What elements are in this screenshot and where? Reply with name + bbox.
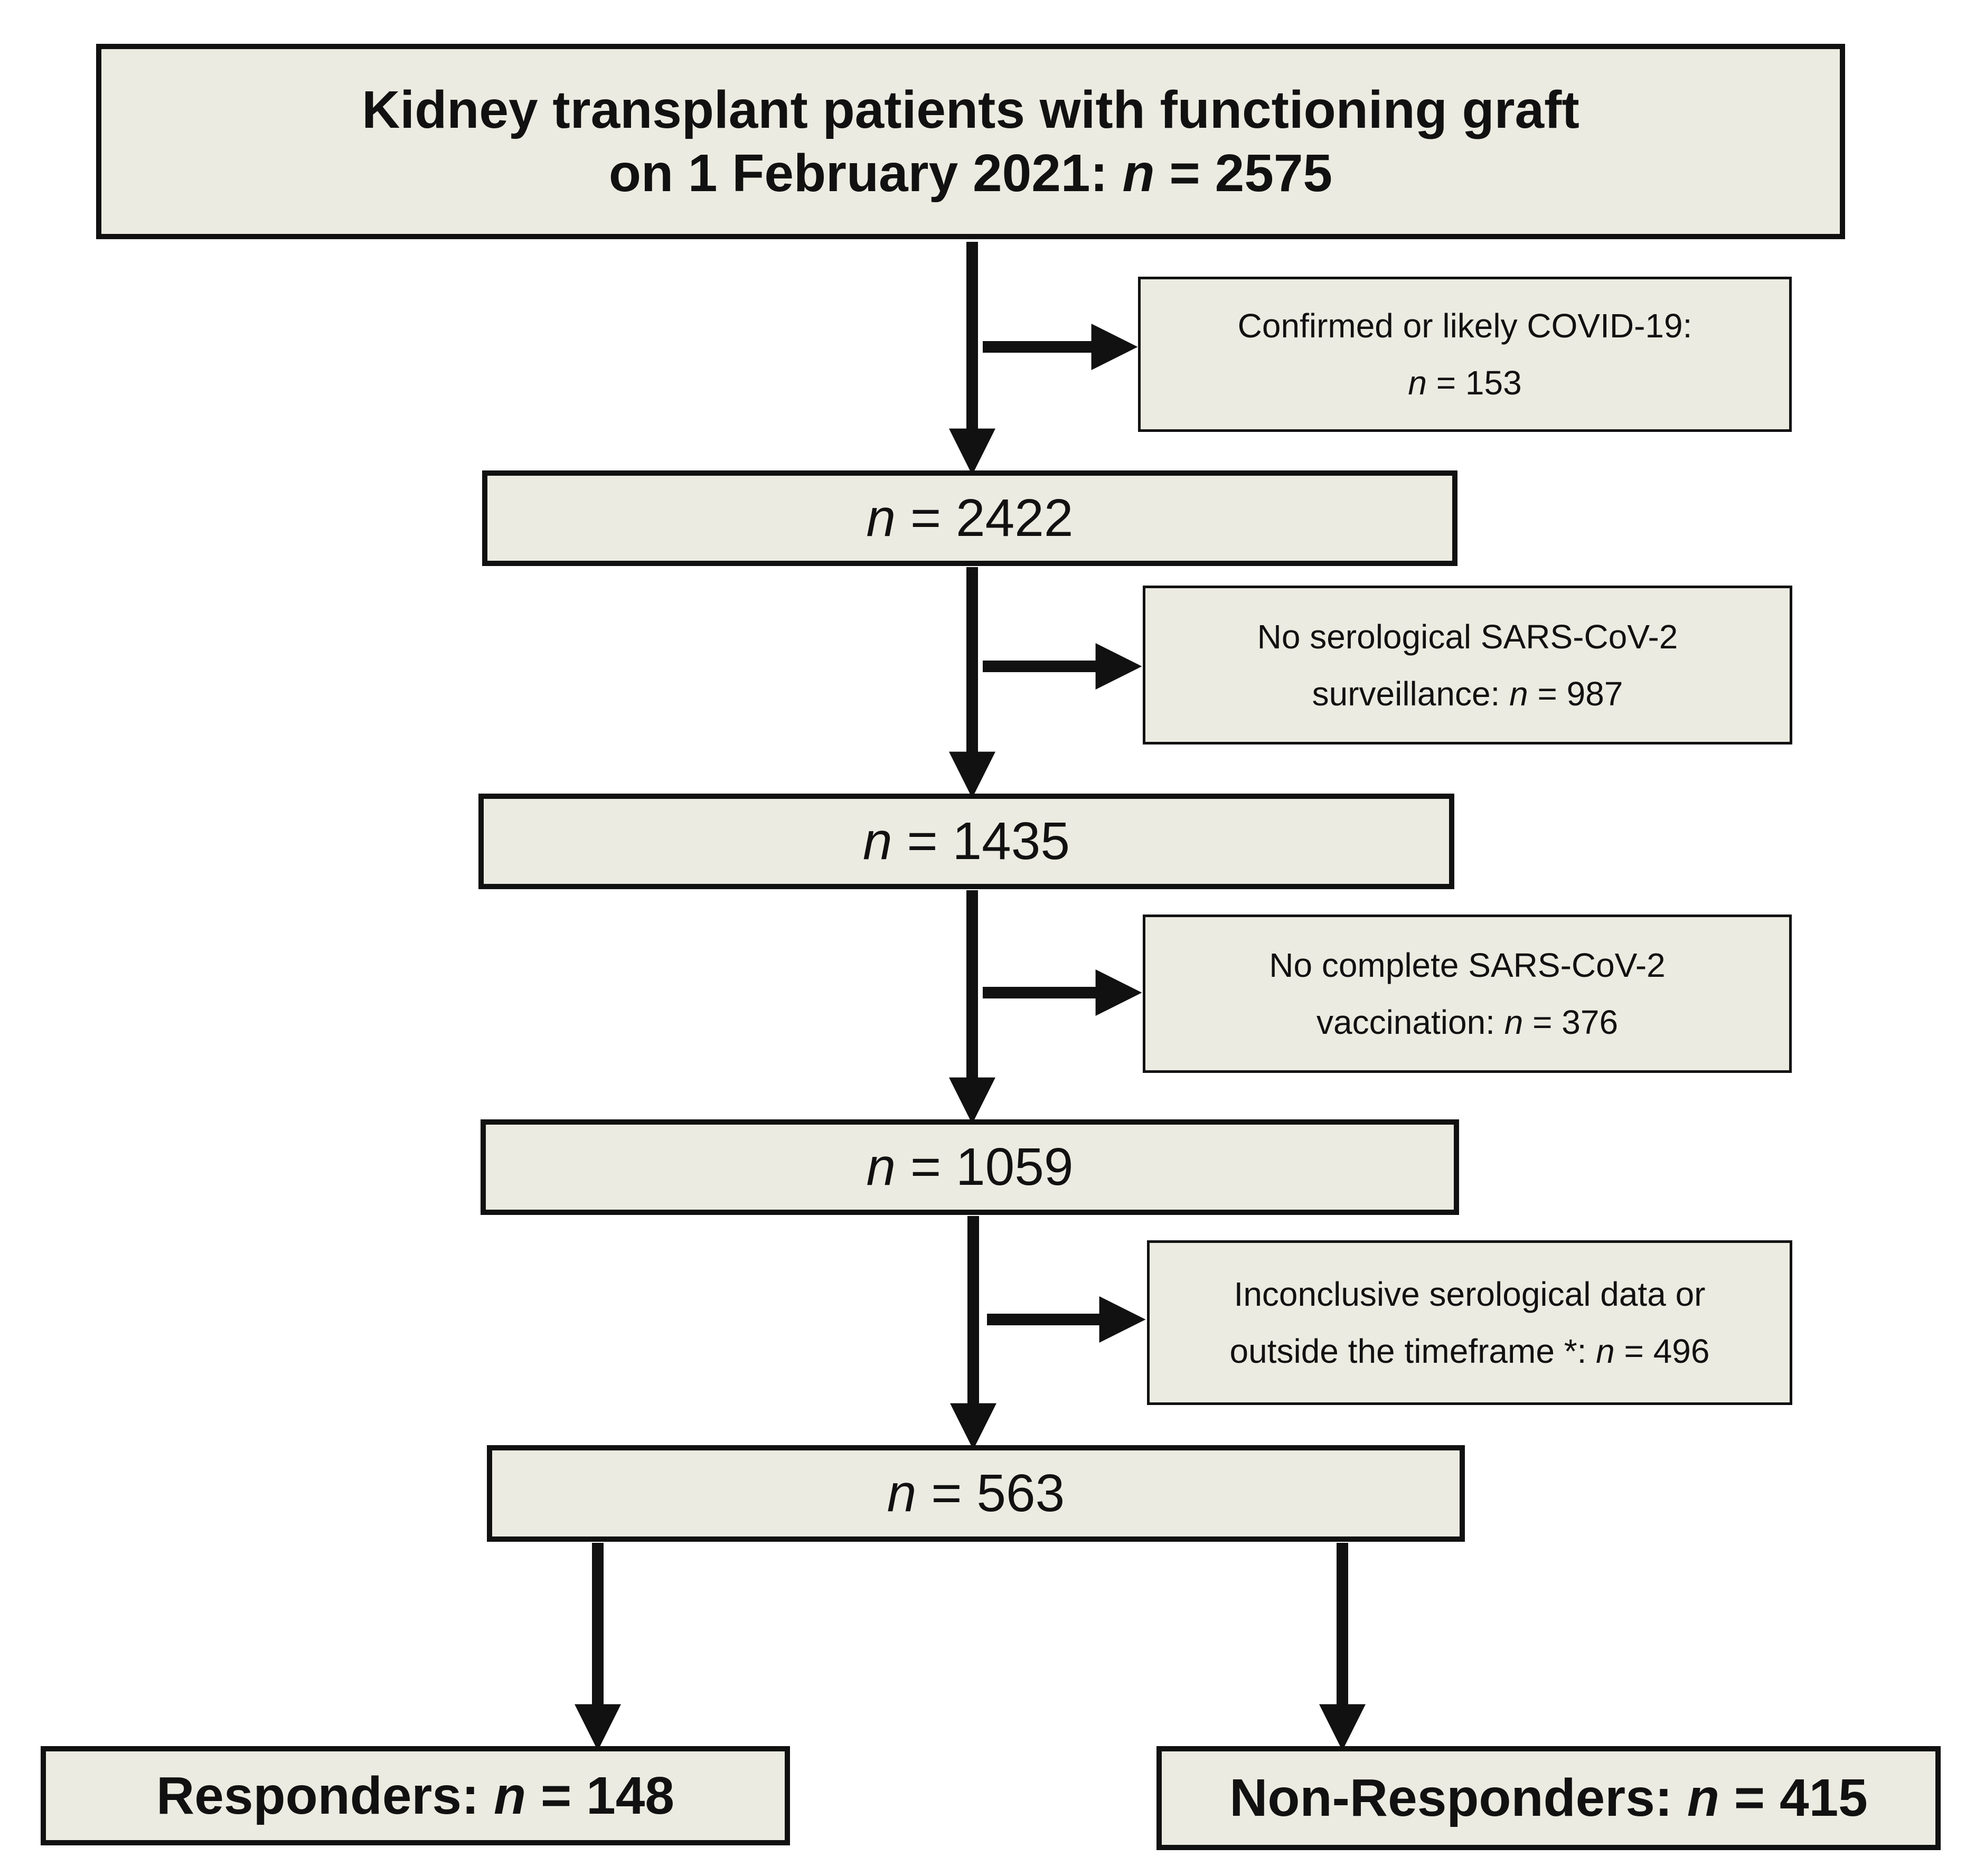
cohort-title-line1: Kidney transplant patients with function… <box>362 80 1579 139</box>
responders-box: Responders: n = 148 <box>41 1746 790 1845</box>
exclusion-box-inconclusive: Inconclusive serological data or outside… <box>1147 1240 1792 1405</box>
exclusion-box-covid: Confirmed or likely COVID-19: n = 153 <box>1138 277 1792 432</box>
step-box-563: n = 563 <box>487 1445 1465 1542</box>
cohort-title-line2: on 1 February 2021: n = 2575 <box>608 144 1333 203</box>
step-box-1059: n = 1059 <box>481 1119 1459 1215</box>
step-box-1435: n = 1435 <box>478 794 1454 889</box>
exclusion-box-no-surveillance: No serological SARS-CoV-2 surveillance: … <box>1143 586 1792 744</box>
cohort-box: Kidney transplant patients with function… <box>96 44 1845 239</box>
non-responders-box: Non-Responders: n = 415 <box>1156 1746 1941 1850</box>
exclusion-box-no-vaccination: No complete SARS-CoV-2 vaccination: n = … <box>1143 915 1792 1073</box>
step-box-2422: n = 2422 <box>482 470 1457 566</box>
